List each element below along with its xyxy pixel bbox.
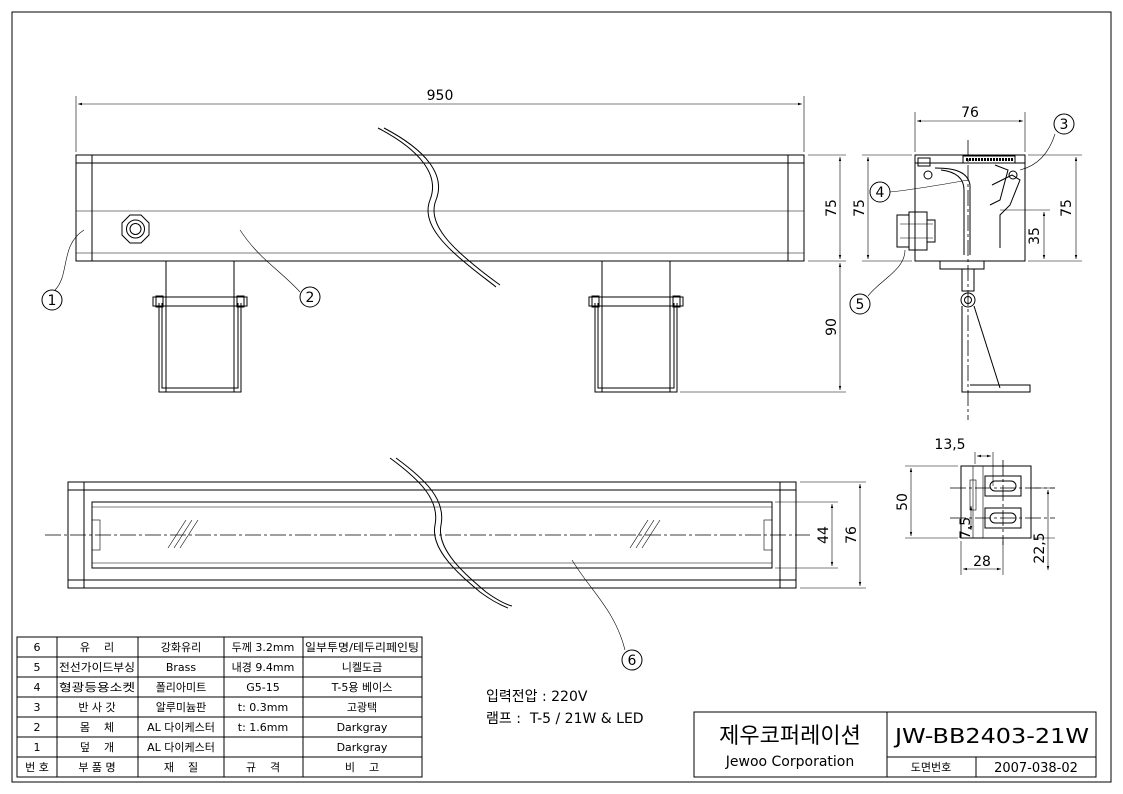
cable-gland-front (121, 214, 150, 244)
part-row-4-no: 4 (34, 681, 41, 694)
bracket-left (152, 261, 248, 393)
dim-side-height-left: 75 (852, 199, 868, 217)
callout-5-label: 5 (856, 297, 865, 313)
drawing-no: 2007-038-02 (994, 761, 1078, 776)
part-row-4-note: T-5용 베이스 (331, 681, 393, 694)
dim-bracket-total: 22,5 (1032, 532, 1048, 563)
title-block: 제우코퍼레이션 Jewoo Corporation JW-BB2403-21W … (693, 711, 1097, 778)
callout-6 (621, 649, 643, 671)
part-row-6-material: 강화유리 (161, 641, 201, 654)
part-row-5-note: 니켈도금 (342, 661, 382, 674)
part-row-1-material: AL 다이케스터 (147, 741, 215, 754)
power-cable-front (377, 127, 497, 288)
model-number: JW-BB2403-21W (893, 724, 1090, 748)
part-row-1-note: Darkgray (337, 741, 388, 754)
part-row-2-material: AL 다이케스터 (147, 721, 215, 734)
part-row-6-spec: 두께 3.2mm (232, 641, 295, 654)
dim-glass-width: 44 (816, 526, 832, 544)
dim-slot-offset: 13,5 (934, 437, 965, 453)
parts-list: 6 유 리 강화유리 두께 3.2mm 일부투명/테두리페인팅 5 전선가이드부… (16, 636, 423, 778)
parts-header-material: 재 질 (164, 761, 198, 774)
part-row-5-spec: 내경 9.4mm (232, 661, 295, 674)
part-row-4-material: 폴리아미트 (156, 681, 207, 694)
dim-body-height: 75 (824, 199, 840, 217)
dim-slot-spacing: 7,5 (958, 517, 974, 539)
part-row-3-no: 3 (34, 701, 41, 714)
side-view: 76 75 75 35 3 4 5 (849, 105, 1082, 420)
company-name-kr: 제우코퍼레이션 (719, 724, 861, 749)
part-row-3-spec: t: 0.3mm (238, 701, 288, 714)
part-row-5-no: 5 (34, 661, 41, 674)
company-name-en: Jewoo Corporation (725, 754, 854, 770)
callout-1 (41, 289, 63, 311)
note-voltage: 입력전압 : 220V (486, 689, 588, 705)
callout-6-label: 6 (628, 653, 637, 669)
part-row-3-name: 반 사 갓 (78, 701, 115, 714)
dim-side-inner: 35 (1027, 227, 1043, 245)
callout-3 (1053, 113, 1075, 135)
part-row-1-no: 1 (34, 741, 41, 754)
power-cable-top (389, 457, 509, 609)
callout-1-label: 1 (48, 293, 57, 309)
parts-header-name: 부 품 명 (78, 761, 115, 774)
dim-bracket-50: 50 (895, 493, 911, 511)
part-row-2-no: 2 (34, 721, 41, 734)
parts-header-no: 번 호 (25, 761, 49, 774)
callout-4-label: 4 (876, 185, 885, 201)
part-row-2-name: 몸 체 (80, 721, 114, 734)
part-row-1-name: 덮 개 (80, 741, 114, 754)
front-view: 950 75 90 1 2 (41, 88, 846, 393)
note-lamp: 램프 : T-5 / 21W & LED (486, 711, 644, 727)
dim-bracket-height: 90 (824, 318, 840, 336)
part-row-2-note: Darkgray (337, 721, 388, 734)
dim-top-width: 76 (844, 526, 860, 544)
drawing-no-label: 도면번호 (911, 761, 951, 774)
part-row-3-note: 고광택 (347, 701, 377, 714)
callout-4 (869, 181, 891, 203)
drawing-frame (11, 11, 1112, 783)
bracket-detail: 13,5 50 7,5 22,5 28 (895, 437, 1055, 575)
part-row-5-name: 전선가이드부싱 (59, 661, 135, 674)
dim-side-height-right: 75 (1059, 199, 1075, 217)
callout-2 (299, 286, 321, 308)
part-row-3-material: 알루미늄판 (156, 700, 207, 714)
dim-side-width: 76 (961, 105, 979, 121)
part-row-6-no: 6 (34, 641, 41, 654)
top-view: 44 76 6 (45, 457, 866, 671)
part-row-5-material: Brass (166, 661, 197, 674)
parts-header-spec: 규 격 (246, 761, 280, 774)
dim-overall-length: 950 (427, 88, 454, 104)
callout-3-label: 3 (1060, 117, 1069, 133)
part-row-4-name: 형광등용소켓 (59, 681, 135, 694)
part-row-2-spec: t: 1.6mm (238, 721, 288, 734)
part-row-6-note: 일부투명/테두리페인팅 (305, 640, 419, 654)
bracket-right (588, 261, 684, 393)
callout-2-label: 2 (306, 290, 315, 306)
parts-header-note: 비 고 (345, 761, 379, 774)
callout-5 (849, 293, 871, 315)
part-row-4-spec: G5-15 (246, 681, 280, 694)
part-row-6-name: 유 리 (80, 641, 114, 654)
dim-bracket-width: 28 (973, 554, 991, 570)
